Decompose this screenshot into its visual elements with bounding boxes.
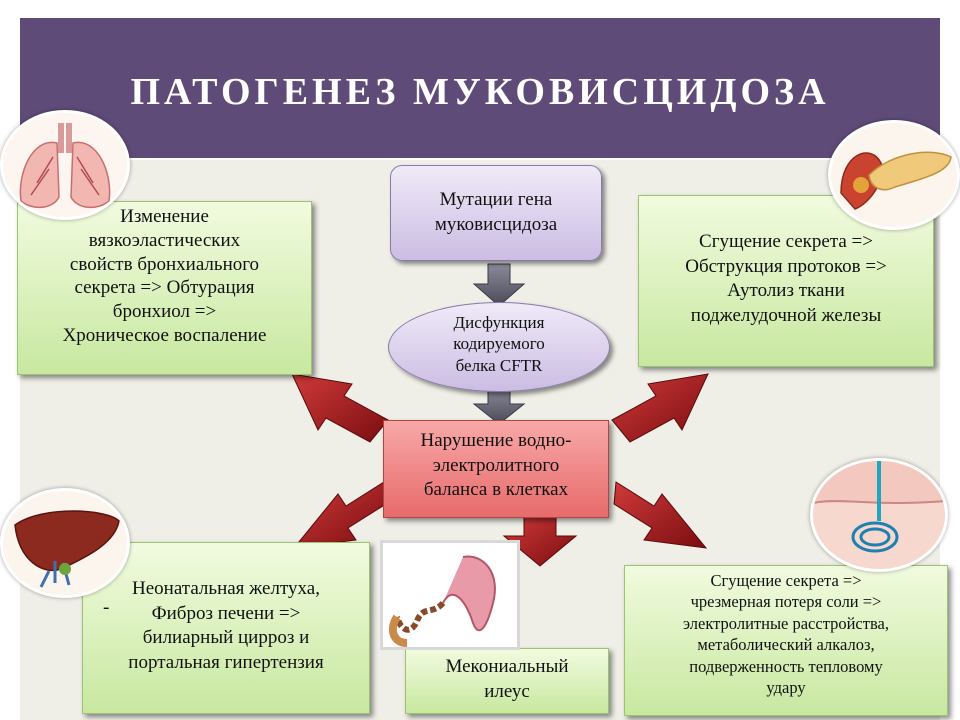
down-arrow-2 (472, 387, 526, 425)
lungs-line: вязкоэластических (88, 229, 241, 251)
liver-effects-box: Неонатальная желтуха, - Фиброз печени =>… (82, 542, 370, 714)
pancreas-line: Обструкция протоков => (685, 255, 887, 277)
cftr-dysfunction-ellipse: Дисфункция кодируемого белка CFTR (388, 302, 610, 392)
pancreas-line: Аутолиз ткани (727, 280, 845, 302)
liver-illustration (0, 488, 130, 598)
pancreas-line: поджелудочной железы (690, 305, 882, 327)
intestine-illustration (380, 540, 520, 650)
slide-title: ПАТОГЕНЕЗ МУКОВИСЦИДОЗА (130, 71, 830, 113)
arrow-to-pancreas (611, 373, 709, 443)
cftr-line: белка CFTR (455, 355, 543, 375)
lungs-icon (19, 123, 111, 209)
gene-mutation-box: Мутации гена муковисцидоза (390, 165, 602, 261)
liver-line-text: Фиброз печени => (151, 602, 301, 624)
arrow-to-liver (292, 481, 387, 549)
arrow-to-intestine (502, 515, 578, 567)
lungs-line: бронхиол => (112, 301, 217, 322)
sweat-line: электролитные расстройства, (683, 613, 889, 633)
liver-line: билиарный цирроз и (142, 627, 310, 649)
liver-line: портальная гипертензия (128, 652, 324, 674)
intestine-icon (388, 555, 496, 647)
lungs-line: Хроническое воспаление (62, 324, 267, 346)
liver-icon (14, 510, 120, 588)
sweat-line: чрезмерная потеря соли => (690, 592, 882, 612)
pancreas-icon (840, 151, 952, 210)
gene-mutation-line: Мутации гена (439, 189, 553, 210)
lungs-illustration (0, 110, 130, 220)
lungs-line: свойств бронхиального (69, 253, 260, 275)
core-line: баланса в клетках (423, 479, 569, 501)
sweat-gland-icon (813, 461, 945, 553)
sweat-line: Сгущение секрета => (710, 571, 862, 590)
arrow-to-sweat (613, 481, 708, 549)
sweat-effects-box: Сгущение секрета => чрезмерная потеря со… (624, 565, 948, 716)
core-line: Нарушение водно- (420, 430, 572, 451)
cftr-line: кодируемого (453, 334, 545, 354)
sweat-line: удару (766, 678, 806, 698)
sweat-gland-illustration (810, 458, 948, 572)
lungs-line: Изменение (120, 206, 209, 227)
water-electrolyte-box: Нарушение водно- электролитного баланса … (383, 420, 609, 518)
sweat-line: подверженность тепловому (689, 656, 883, 676)
intestine-effects-box: Мекониальный илеус (405, 648, 609, 714)
core-line: электролитного (432, 454, 560, 476)
liver-line: - Фиброз печени => (83, 597, 369, 627)
pancreas-line: Сгущение секрета => (699, 231, 873, 252)
lungs-line: секрета => Обтурация (74, 277, 255, 299)
arrow-to-lungs (291, 373, 389, 443)
bullet-dash: - (103, 596, 110, 618)
down-arrow-1 (472, 263, 526, 307)
gene-mutation-line: муковисцидоза (434, 213, 558, 235)
intestine-line: Мекониальный (445, 656, 569, 677)
pancreas-effects-box: Сгущение секрета => Обструкция протоков … (638, 195, 934, 367)
cftr-line: Дисфункция (453, 313, 545, 332)
lungs-effects-box: Изменение вязкоэластических свойств брон… (17, 201, 312, 375)
sweat-line: метаболический алкалоз, (697, 635, 875, 655)
intestine-line: илеус (484, 680, 530, 702)
title-bar (20, 18, 940, 158)
pancreas-illustration (828, 120, 960, 230)
liver-line: Неонатальная желтуха, (132, 578, 320, 599)
